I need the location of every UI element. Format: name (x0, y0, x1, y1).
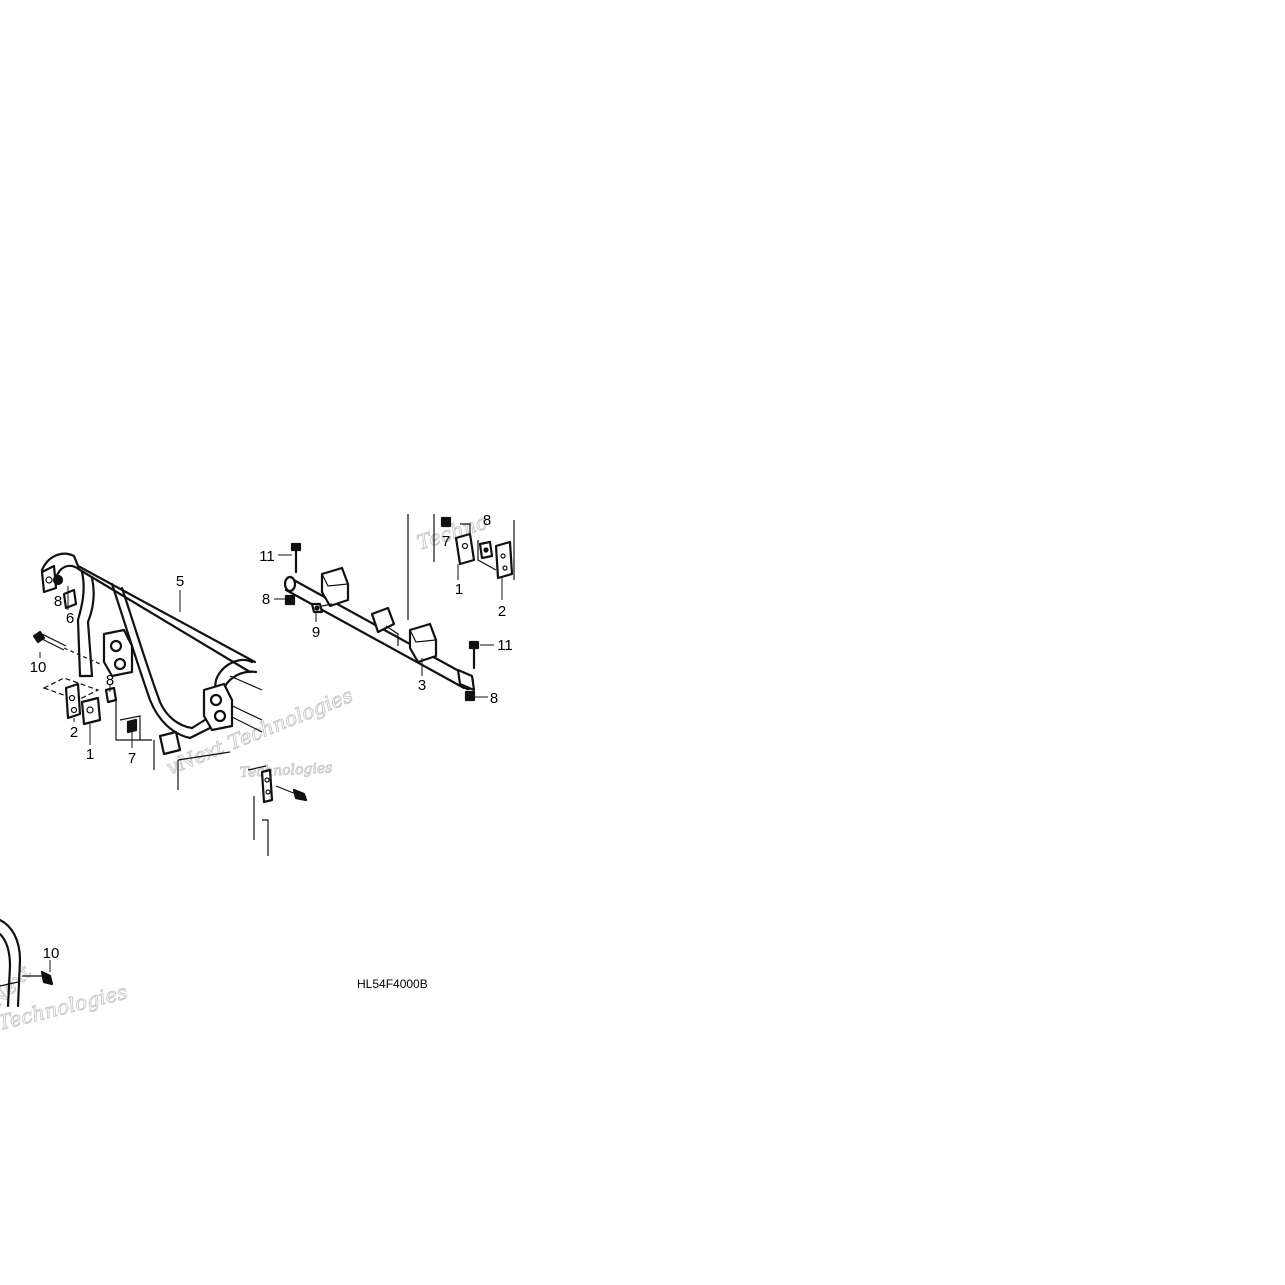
roll-bar-frame (40, 552, 263, 790)
callout-10: 10 (30, 659, 47, 676)
callout-3: 3 (418, 677, 426, 694)
callout-8: 8 (106, 672, 114, 689)
callout-8: 8 (262, 591, 270, 608)
callout-8: 8 (483, 512, 491, 529)
callout-2: 2 (70, 724, 78, 741)
diagram-code: HL54F4000B (357, 977, 428, 991)
leader-lines (39, 554, 503, 972)
right-top-mount-assembly (407, 514, 515, 620)
watermark: Techno vNext Technologies Next Technolog… (0, 509, 491, 1035)
lower-left-roll-bar (0, 918, 54, 1008)
callout-6: 6 (66, 610, 74, 627)
callout-2: 2 (498, 603, 506, 620)
callout-8: 8 (54, 593, 62, 610)
cross-bar (283, 566, 476, 692)
callout-5: 5 (176, 573, 184, 590)
callouts: 5 8 6 10 8 2 1 7 11 8 9 3 11 8 7 8 1 2 1… (30, 512, 513, 962)
callout-1: 1 (455, 581, 463, 598)
callout-10: 10 (43, 945, 60, 962)
cross-bar-fasteners (284, 542, 480, 702)
callout-7: 7 (442, 533, 450, 550)
watermark-text: Technologies (239, 760, 332, 781)
callout-11: 11 (497, 637, 513, 654)
callout-11: 11 (259, 548, 275, 565)
right-lower-mount (247, 765, 308, 856)
callout-7: 7 (128, 750, 136, 767)
watermark-text: Techno (414, 509, 491, 554)
callout-9: 9 (312, 624, 320, 641)
callout-8: 8 (490, 690, 498, 707)
left-mount-assembly (32, 574, 152, 741)
callout-1: 1 (86, 746, 94, 763)
